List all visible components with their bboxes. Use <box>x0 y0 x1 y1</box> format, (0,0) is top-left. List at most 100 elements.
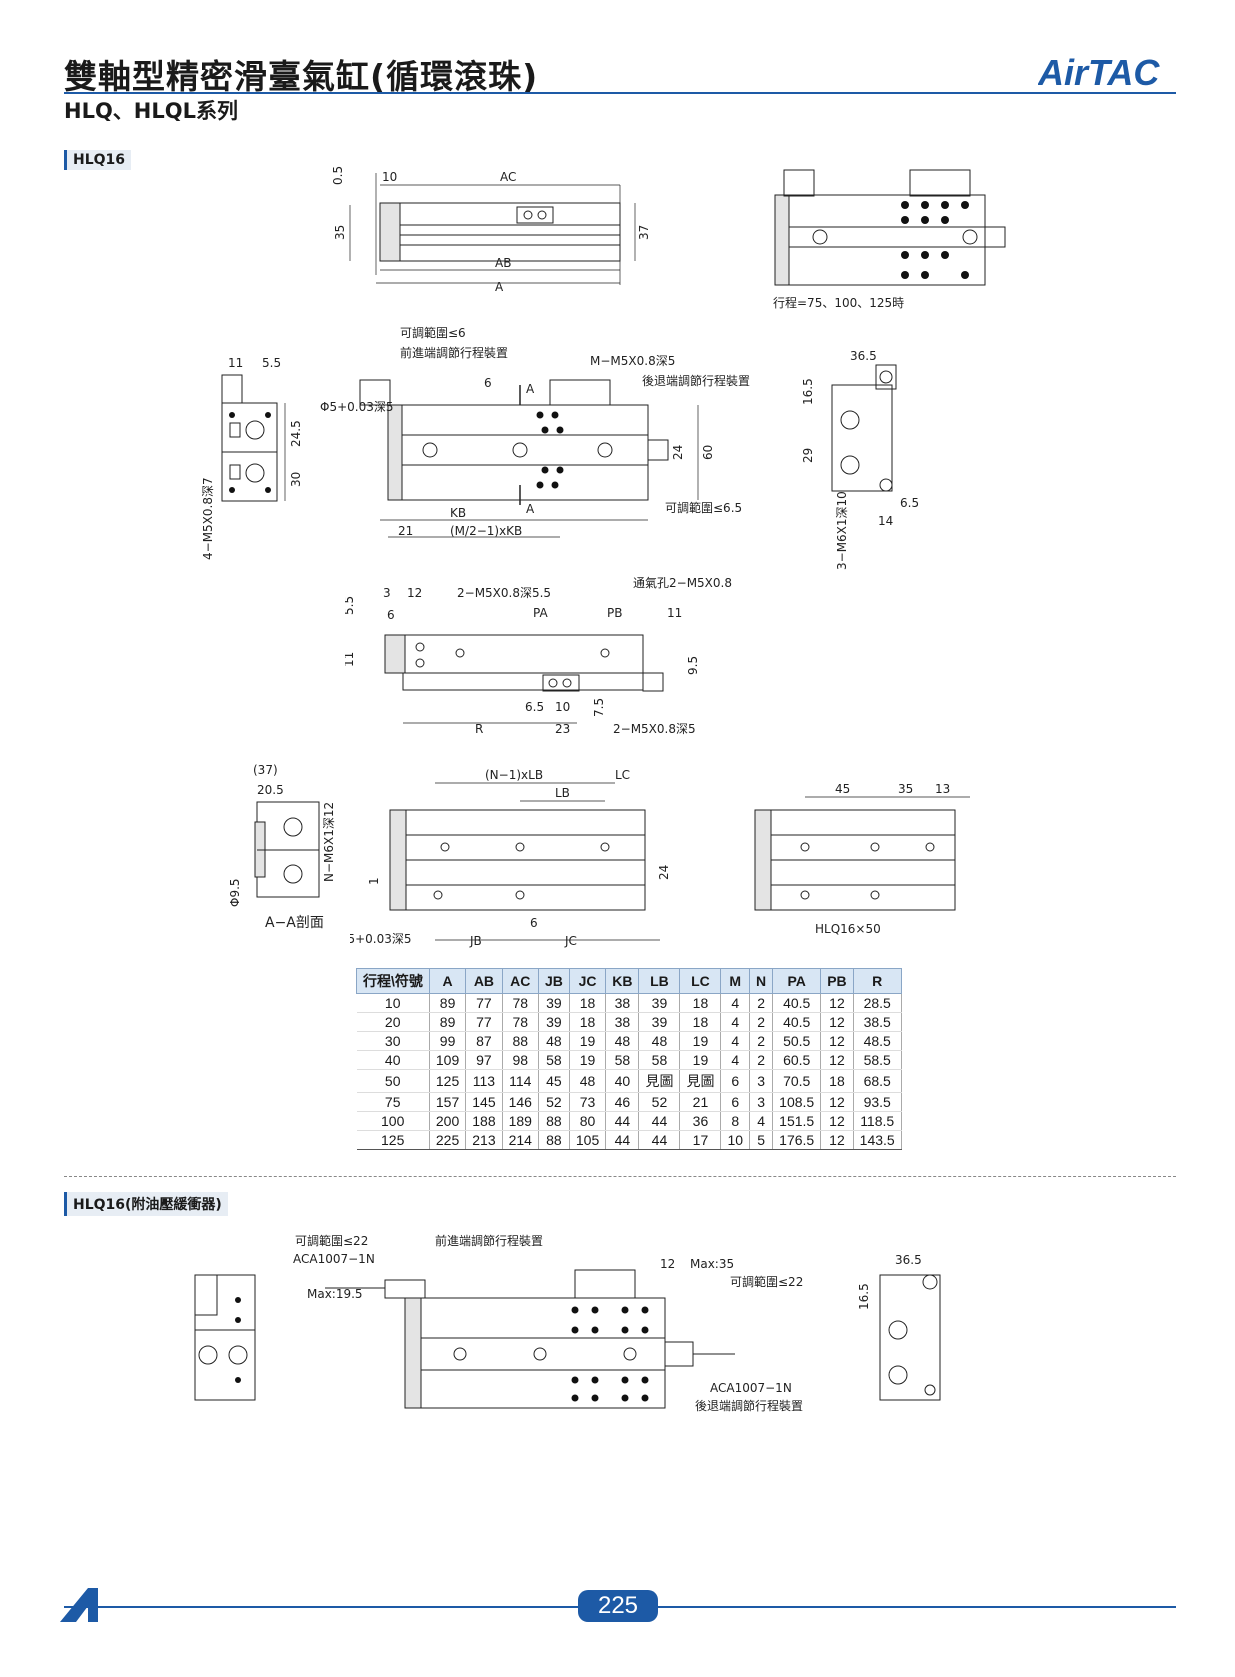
table-header-cell: PA <box>772 968 822 994</box>
table-cell: 58 <box>638 1050 681 1070</box>
table-cell: 28.5 <box>853 993 902 1013</box>
page-title: 雙軸型精密滑臺氣缸(循環滾珠) <box>64 57 539 96</box>
table-cell: 2 <box>749 1050 774 1070</box>
table-cell: 40.5 <box>772 993 822 1013</box>
dim-36.5-damper: 36.5 <box>895 1253 922 1267</box>
table-cell: 89 <box>429 993 467 1013</box>
label-vent: 通氣孔2−M5X0.8 <box>633 576 732 590</box>
table-cell: 88 <box>502 1031 539 1051</box>
table-cell: 145 <box>465 1092 503 1112</box>
table-cell: 19 <box>679 1031 722 1051</box>
table-cell: 見圖 <box>638 1069 681 1093</box>
hlq16x50-drawing: 45 35 13 HLQ16×50 <box>754 782 970 936</box>
table-header-cell: AB <box>465 968 503 994</box>
table-cell: 40 <box>356 1050 430 1070</box>
table-cell: 109 <box>429 1050 467 1070</box>
table-cell: 73 <box>569 1092 607 1112</box>
stroke-note: 行程=75、100、125時 <box>773 295 904 310</box>
table-cell: 30 <box>356 1031 430 1051</box>
dim-37p: (37) <box>253 763 278 777</box>
table-header-cell: KB <box>605 968 640 994</box>
label-m-m5: M−M5X0.8深5 <box>590 354 675 368</box>
long-stroke-view-drawing: 行程=75、100、125時 <box>773 169 1006 310</box>
dim-pa: PA <box>533 606 548 620</box>
label-aca-right: ACA1007−1N <box>710 1381 792 1395</box>
table-cell: 213 <box>465 1130 503 1150</box>
right-end-view-drawing: 36.5 16.5 29 6.5 14 3−M6X1深10 <box>801 349 919 570</box>
dim-nlb: (N−1)xLB <box>485 768 543 782</box>
damper-left-end-drawing <box>194 1274 256 1401</box>
table-cell: 46 <box>605 1092 640 1112</box>
dim-16.5-damper: 16.5 <box>857 1283 871 1310</box>
table-cell: 2 <box>749 1031 774 1051</box>
table-cell: 3 <box>749 1069 774 1093</box>
table-cell: 2 <box>749 1012 774 1032</box>
table-header-cell: 行程\符號 <box>356 968 430 994</box>
dim-24b: 24 <box>657 865 671 880</box>
table-cell: 19 <box>569 1031 607 1051</box>
dim-6: 6 <box>484 376 492 390</box>
table-cell: 4 <box>749 1111 774 1131</box>
table-cell: 125 <box>356 1130 430 1150</box>
table-cell: 38 <box>605 1012 640 1032</box>
table-cell: 50.5 <box>772 1031 822 1051</box>
dim-5.5b: 5.5 <box>345 596 356 615</box>
dim-45: 45 <box>835 782 850 796</box>
table-cell: 39 <box>538 1012 570 1032</box>
dim-lc: LC <box>615 768 630 782</box>
table-cell: 157 <box>429 1092 467 1112</box>
label-adj6.5: 可調範圍≤6.5 <box>665 500 742 515</box>
table-cell: 58 <box>538 1050 570 1070</box>
table-cell: 97 <box>465 1050 503 1070</box>
dim-10b: 10 <box>555 700 570 714</box>
dim-0.5: 0.5 <box>331 166 345 185</box>
dim-1: 1 <box>367 877 381 885</box>
table-cell: 93.5 <box>853 1092 902 1112</box>
table-cell: 18 <box>820 1069 854 1093</box>
table-header-cell: LB <box>638 968 681 994</box>
dim-24.5: 24.5 <box>289 420 303 447</box>
table-cell: 52 <box>538 1092 570 1112</box>
table-cell: 48 <box>569 1069 607 1093</box>
table-cell: 2 <box>749 993 774 1013</box>
table-cell: 125 <box>429 1069 467 1093</box>
footer-a-logo <box>60 1588 98 1622</box>
table-cell: 77 <box>465 993 503 1013</box>
label-front-adj: 前進端調節行程裝置 <box>400 345 508 360</box>
label-rear-adj-damper: 後退端調節行程裝置 <box>695 1398 803 1413</box>
label-4-m5: 4−M5X0.8深7 <box>201 477 215 560</box>
table-cell: 4 <box>720 1050 751 1070</box>
dim-13: 13 <box>935 782 950 796</box>
table-cell: 75 <box>356 1092 430 1112</box>
dim-35b: 35 <box>898 782 913 796</box>
table-cell: 10 <box>356 993 430 1013</box>
dim-mkb: (M/2−1)xKB <box>450 524 522 538</box>
section-divider <box>64 1176 1176 1177</box>
label-max19.5: Max:19.5 <box>307 1287 363 1301</box>
table-cell: 18 <box>679 993 722 1013</box>
table-cell: 68.5 <box>853 1069 902 1093</box>
dim-6.5b: 6.5 <box>900 496 919 510</box>
table-cell: 40 <box>605 1069 640 1093</box>
table-cell: 113 <box>465 1069 503 1093</box>
header-rule <box>64 92 1176 94</box>
table-header-cell: N <box>749 968 774 994</box>
dim-16.5: 16.5 <box>801 378 815 405</box>
label-aca-left: ACA1007−1N <box>293 1252 375 1266</box>
table-cell: 40.5 <box>772 1012 822 1032</box>
top-view-drawing: 0.5 10 AC 35 37 AB A <box>331 166 651 294</box>
table-cell: 5 <box>749 1130 774 1150</box>
dim-11b: 11 <box>667 606 682 620</box>
table-cell: 21 <box>679 1092 722 1112</box>
table-cell: 17 <box>679 1130 722 1150</box>
bottom-view-drawing: 3 12 2−M5X0.8深5.5 通氣孔2−M5X0.8 PA PB 11 6… <box>345 576 732 736</box>
section-label-hlq16: HLQ16 <box>64 150 132 170</box>
table-cell: 44 <box>605 1130 640 1150</box>
dim-jb: JB <box>469 934 482 948</box>
dim-kb: KB <box>450 506 466 520</box>
